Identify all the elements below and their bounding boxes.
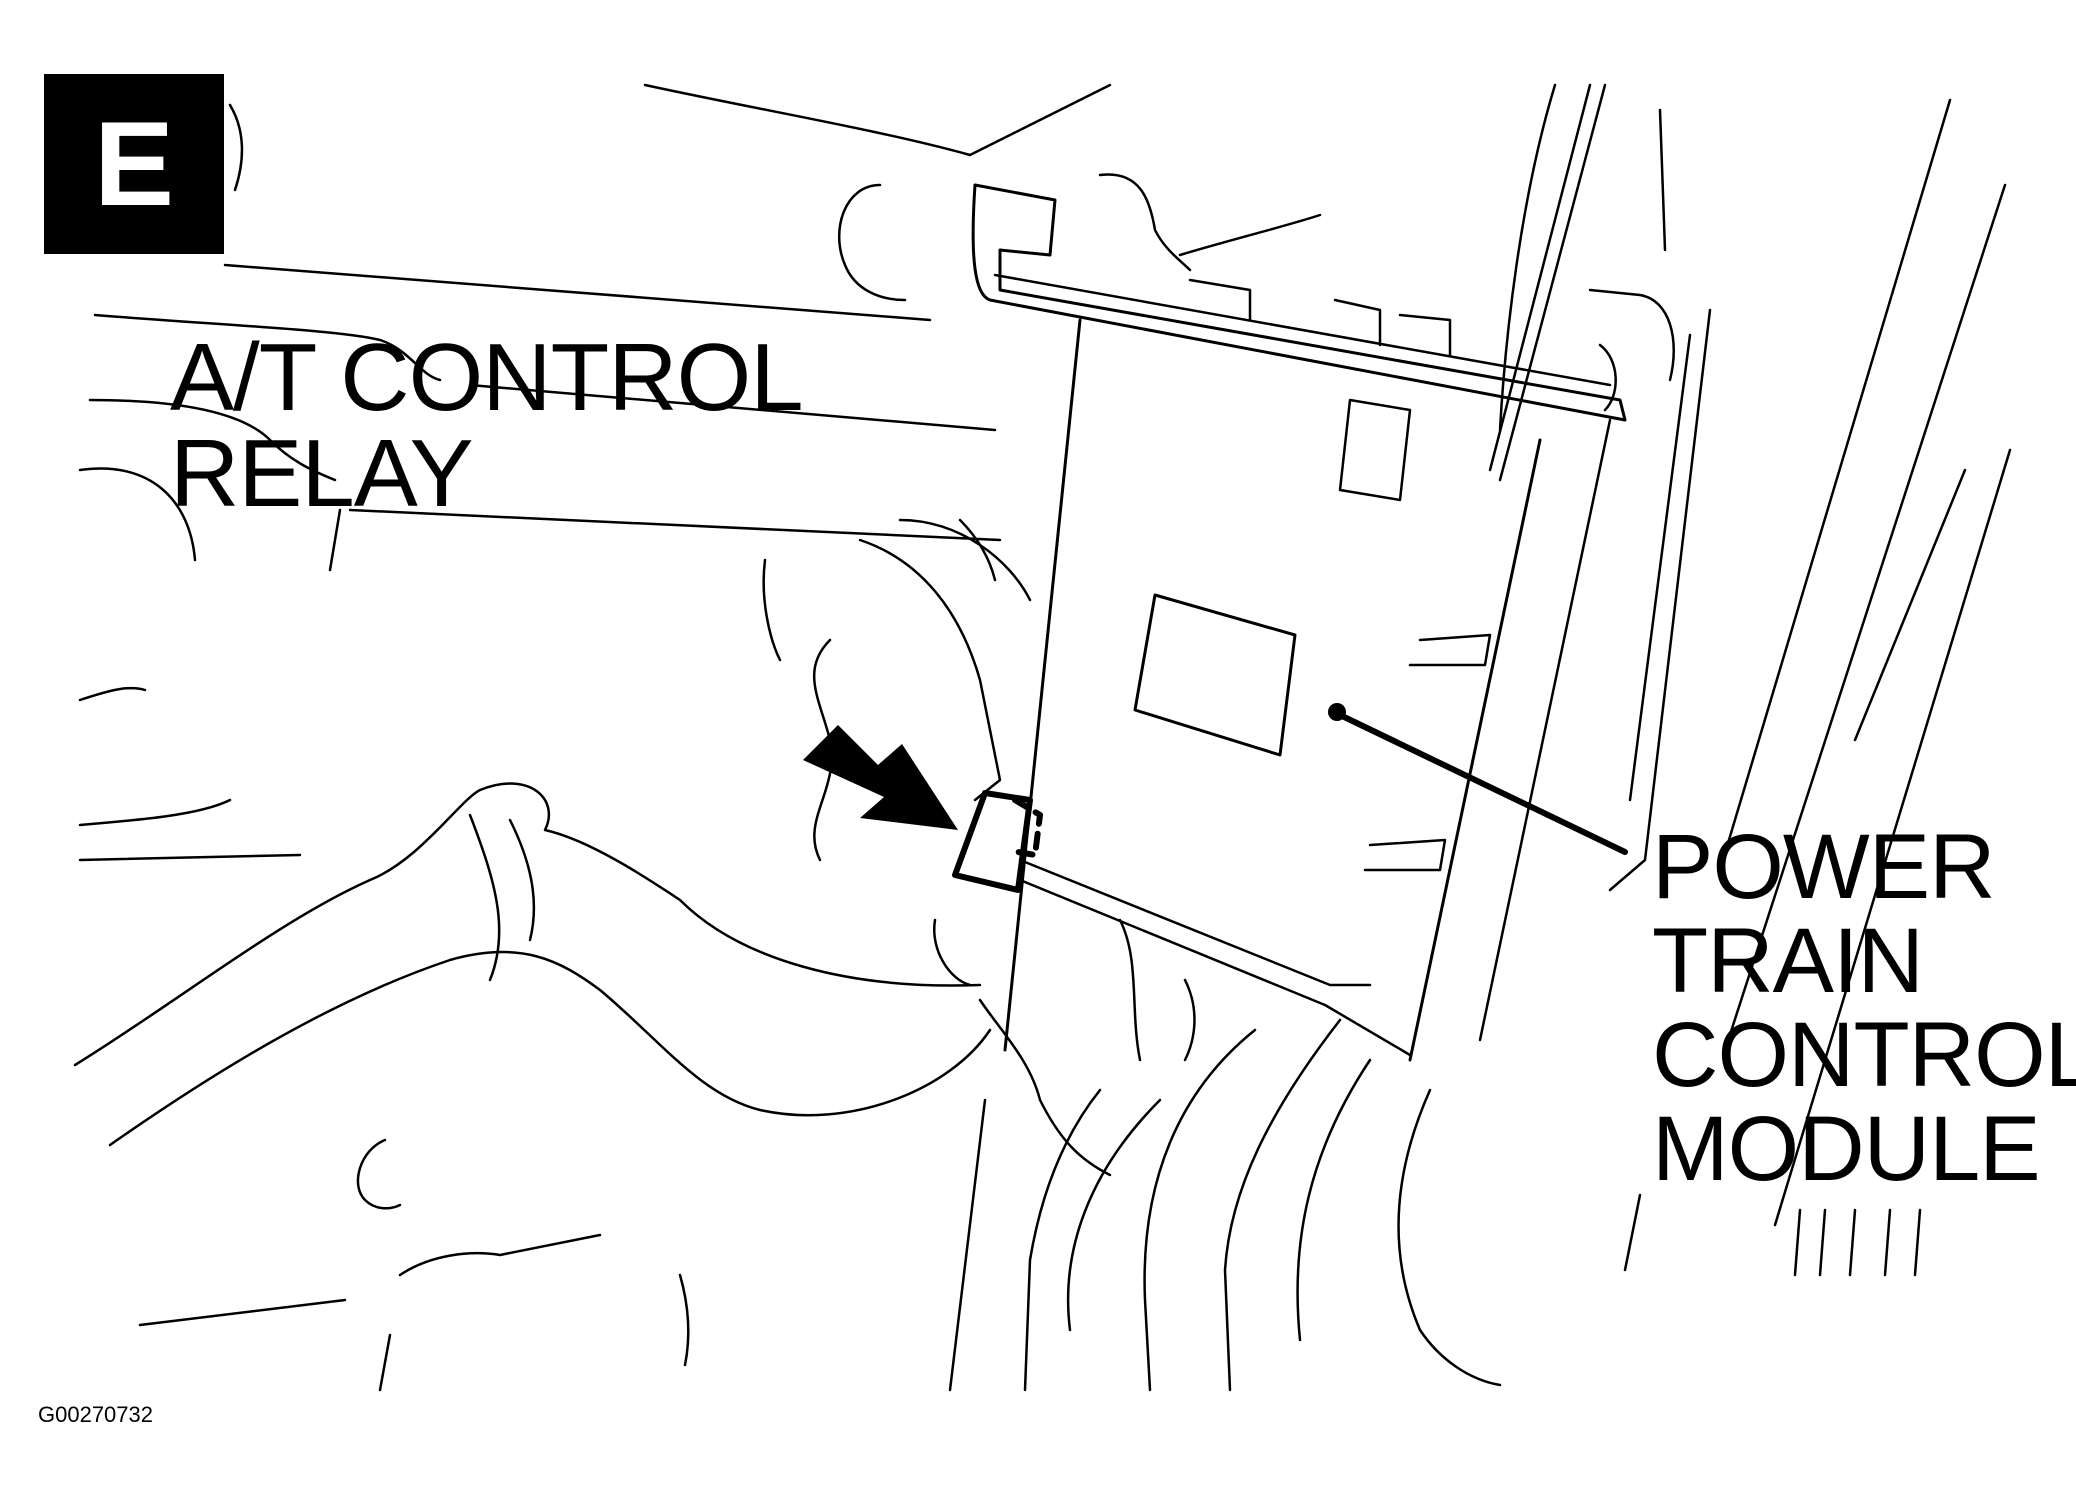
background-line	[948, 1098, 987, 1392]
bracket-outline	[971, 183, 1627, 422]
frame-line	[1628, 333, 1692, 802]
module-mount	[1588, 288, 1675, 382]
module-tab	[1363, 838, 1447, 872]
frame-line	[1883, 1208, 1892, 1277]
background-line	[348, 508, 1002, 542]
frame-line	[1818, 1208, 1827, 1277]
lower-rail	[1018, 878, 1412, 1057]
frame-line	[1488, 83, 1592, 472]
frame-line	[1773, 448, 2012, 1227]
background-line	[678, 1273, 690, 1367]
wiring-harness	[958, 518, 997, 582]
background-line	[138, 1298, 347, 1327]
background-line	[78, 853, 302, 862]
frame-line	[1913, 1208, 1922, 1277]
wiring-harness	[978, 998, 1112, 1177]
background-line	[78, 686, 147, 702]
relay-hidden-edge	[1012, 797, 1043, 858]
wiring-harness	[1023, 1088, 1102, 1392]
background-line	[1098, 173, 1192, 272]
background-line	[93, 313, 442, 382]
wiring-harness	[108, 950, 992, 1147]
pcm-label: POWER TRAIN CONTROL MODULE	[1652, 816, 2076, 1200]
frame-line	[1623, 1193, 1642, 1272]
frame-line	[1723, 183, 2007, 1052]
connector	[1333, 298, 1382, 347]
background-line	[468, 383, 997, 432]
wiring-harness	[1143, 1028, 1257, 1392]
section-badge: E	[44, 74, 224, 254]
frame-line	[1718, 98, 1952, 872]
bracket-edge	[993, 273, 1612, 387]
relay-outline	[952, 790, 1033, 893]
module-inner-rect	[1338, 398, 1412, 502]
background-line	[78, 798, 232, 827]
frame-line	[1608, 308, 1712, 892]
frame-line	[1658, 108, 1667, 252]
wiring-harness	[762, 558, 782, 662]
relay-pointer-arrow	[803, 725, 958, 830]
frame-line	[1793, 1208, 1802, 1277]
wiring-harness	[898, 518, 1032, 602]
section-letter: E	[93, 97, 175, 231]
background-line	[228, 103, 244, 192]
wiring-harness	[1296, 1058, 1372, 1342]
wiring-harness	[1223, 1018, 1342, 1392]
frame-line	[1853, 468, 1967, 742]
background-line	[328, 508, 342, 572]
reference-code: G00270732	[38, 1402, 153, 1427]
wiring-harness	[73, 782, 982, 1067]
wiring-harness	[1397, 1088, 1502, 1387]
relay-label: A/T CONTROL RELAY	[170, 324, 804, 527]
module-right-edge	[1408, 438, 1542, 1062]
background-line	[88, 398, 337, 482]
wiring-harness	[858, 538, 1002, 802]
connector	[1398, 313, 1452, 357]
pcm-leader-dot	[1328, 703, 1346, 721]
module-tab	[1408, 633, 1492, 667]
frame-line	[1848, 1208, 1857, 1277]
background-line	[78, 467, 197, 562]
wiring-harness	[1183, 978, 1196, 1062]
background-line	[1178, 213, 1322, 257]
wiring-harness	[468, 813, 501, 982]
background-line	[356, 1138, 402, 1210]
module-label-plate	[1133, 593, 1297, 757]
background-line	[398, 1233, 602, 1277]
wiring-harness	[932, 918, 972, 987]
background-line	[643, 83, 1112, 157]
pcm-leader-line	[1337, 712, 1628, 855]
frame-line	[1498, 83, 1607, 482]
wiring-harness	[1118, 918, 1142, 1062]
module-edge	[1478, 418, 1612, 1042]
background-line	[837, 183, 907, 302]
connector	[1188, 278, 1252, 322]
module-left-edge	[1003, 318, 1082, 1052]
wiring-harness	[1066, 1098, 1162, 1332]
lower-rail	[1018, 858, 1372, 987]
module-mount	[1598, 343, 1617, 412]
background-line	[378, 1333, 392, 1392]
background-line	[223, 263, 932, 322]
wiring-harness	[508, 818, 536, 942]
frame-line	[1498, 83, 1557, 432]
